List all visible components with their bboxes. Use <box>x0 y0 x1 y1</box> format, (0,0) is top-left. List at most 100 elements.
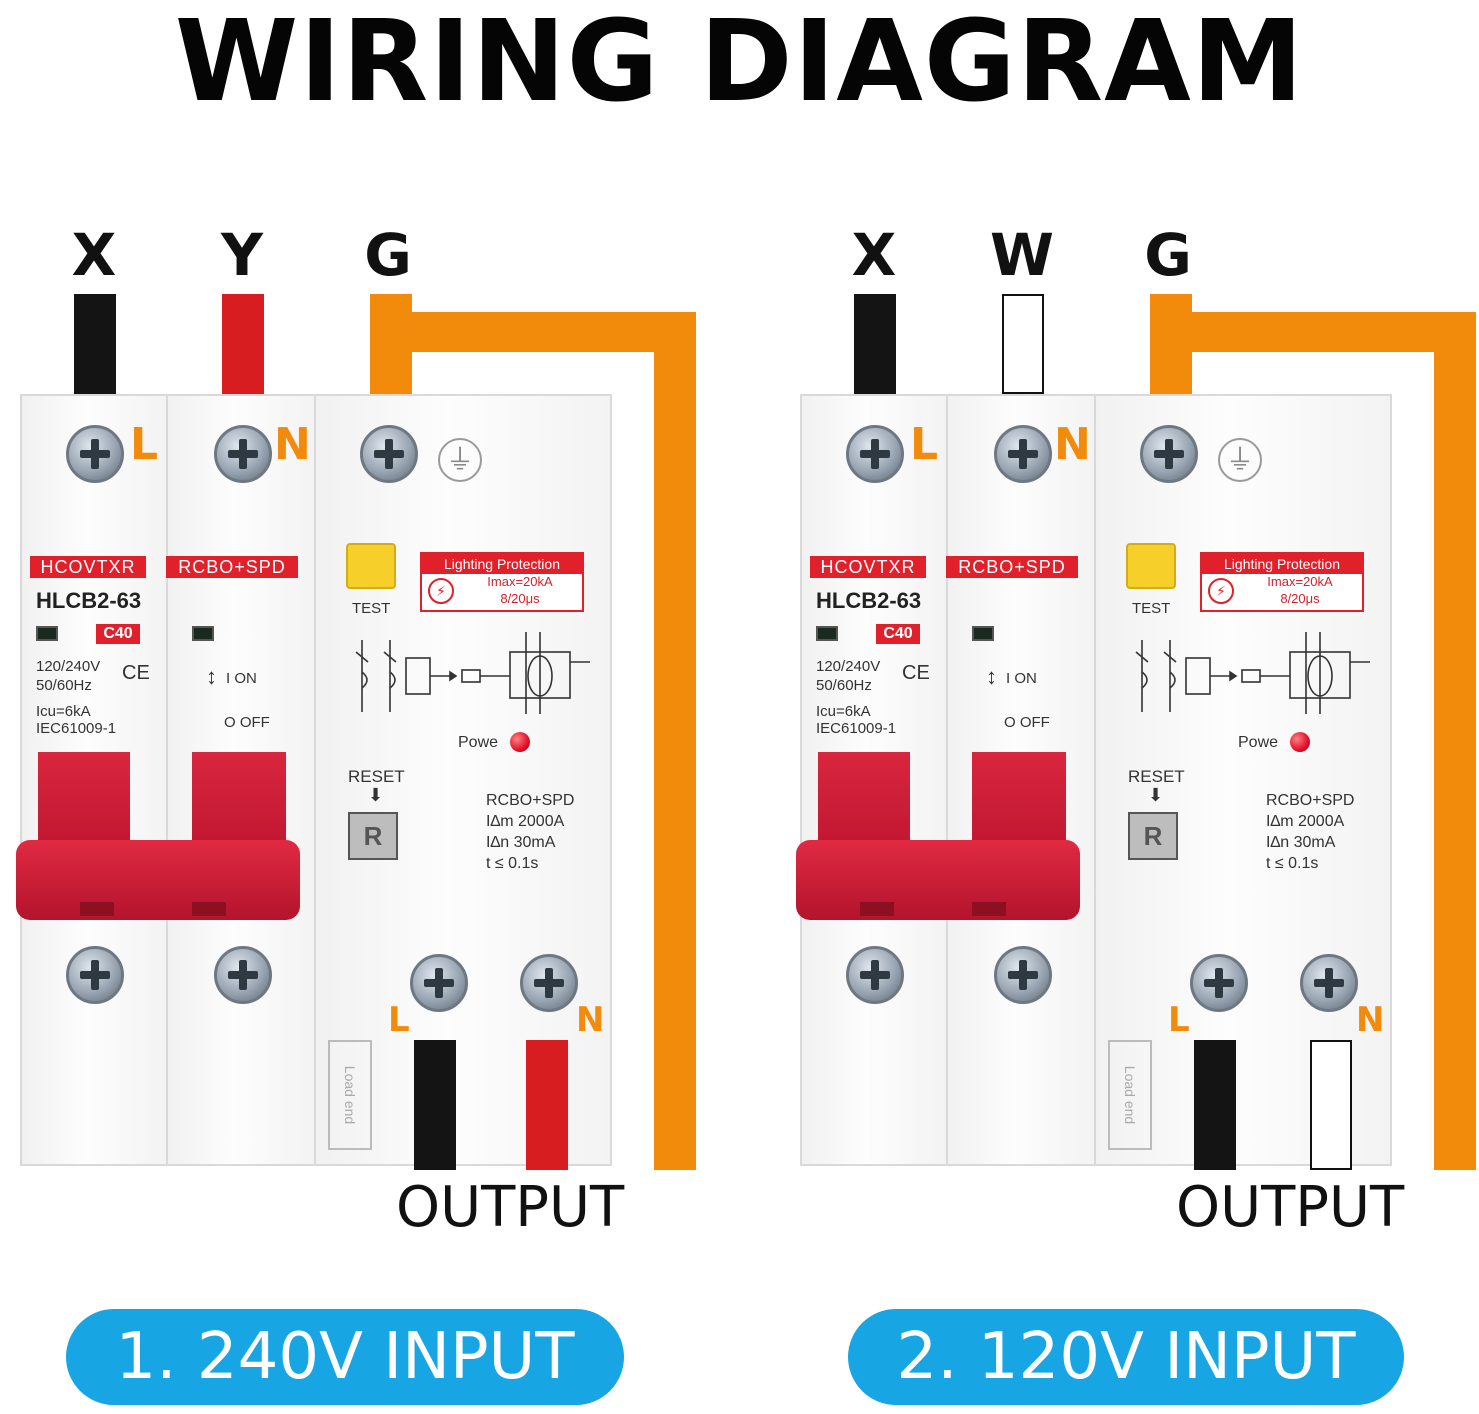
black-input-wire <box>74 294 116 394</box>
breaker-handle-1[interactable] <box>38 752 130 848</box>
protection-module <box>1094 394 1392 1166</box>
terminal-screw-n-top <box>994 425 1052 483</box>
voltage-text: 120/240V <box>816 658 881 675</box>
handle-tie-bar[interactable] <box>16 840 300 920</box>
type-badge: RCBO+SPD <box>946 556 1078 578</box>
lightning-bolt-icon: ⚡ <box>428 578 454 604</box>
terminal-label-l-top: L <box>910 419 939 470</box>
terminal-screw-ground <box>360 425 418 483</box>
load-end-marker: Load end <box>328 1040 372 1150</box>
ground-wire-across <box>1150 312 1476 352</box>
icu-text: Icu=6kA <box>816 703 871 720</box>
ground-wire-return <box>1434 312 1476 1170</box>
diagram-title: WIRING DIAGRAM <box>174 0 1305 127</box>
status-indicator-2 <box>972 626 994 641</box>
lightning-protection-box: Lighting Protection ⚡ Imax=20kA 8/20μs <box>420 552 584 612</box>
status-indicator-1 <box>36 626 58 641</box>
terminal-label-output-n: N <box>576 1000 605 1040</box>
terminal-label-n-top: N <box>1054 419 1091 470</box>
output-label: OUTPUT <box>396 1175 625 1240</box>
on-label: I ON <box>226 670 257 687</box>
black-input-wire <box>854 294 896 394</box>
reset-label: RESET <box>1128 767 1185 786</box>
frequency-text: 50/60Hz <box>816 677 872 694</box>
panel-120v: X W G L N ⏚ HCOVTXR RCBO+SPD HLCB2-63 C4… <box>780 0 1479 1414</box>
standard-text: IEC61009-1 <box>816 720 897 737</box>
lightning-bolt-icon: ⚡ <box>1208 578 1234 604</box>
handle-tie-bar[interactable] <box>796 840 1080 920</box>
handle-slot-2 <box>972 902 1006 916</box>
wire-label-g: G <box>364 221 412 289</box>
reset-button[interactable]: R <box>1128 812 1178 860</box>
wire-label-x: X <box>71 221 117 289</box>
imax-text: Imax=20kA <box>487 574 553 589</box>
off-label: O OFF <box>224 714 270 731</box>
reset-arrow-icon: ⬇ <box>368 785 384 805</box>
power-label: Powe <box>1238 734 1279 751</box>
ground-wire-across <box>370 312 696 352</box>
icu-text: Icu=6kA <box>36 703 91 720</box>
waveform-text: 8/20μs <box>500 591 540 606</box>
terminal-screw-bottom-1 <box>846 946 904 1004</box>
breaker-handle-2[interactable] <box>192 752 286 848</box>
type-badge: RCBO+SPD <box>166 556 298 578</box>
reset-arrow-icon: ⬇ <box>1148 785 1164 805</box>
terminal-screw-ground <box>1140 425 1198 483</box>
standard-text: IEC61009-1 <box>36 720 117 737</box>
lightning-protection-title: Lighting Protection <box>1202 554 1362 574</box>
waveform-text: 8/20μs <box>1280 591 1320 606</box>
spec-line-1: RCBO+SPD <box>1266 792 1355 809</box>
power-label: Powe <box>458 734 499 751</box>
terminal-screw-output-l <box>410 954 468 1012</box>
spec-line-2: I∆m 2000A <box>1266 813 1345 830</box>
voltage-text: 120/240V <box>36 658 101 675</box>
terminal-screw-bottom-1 <box>66 946 124 1004</box>
load-end-text: Load end <box>1122 1065 1138 1125</box>
terminal-screw-l-top <box>66 425 124 483</box>
terminal-screw-output-l <box>1190 954 1248 1012</box>
red-output-wire <box>526 1040 568 1170</box>
off-label: O OFF <box>1004 714 1050 731</box>
white-output-wire <box>1310 1040 1352 1170</box>
ce-mark: CE <box>122 662 150 684</box>
terminal-label-output-l: L <box>388 1000 410 1040</box>
spec-line-1: RCBO+SPD <box>486 792 575 809</box>
test-label: TEST <box>352 600 391 617</box>
protection-module <box>314 394 612 1166</box>
status-indicator-2 <box>192 626 214 641</box>
breaker-handle-1[interactable] <box>818 752 910 848</box>
wire-label-x: X <box>851 221 897 289</box>
wire-label-y: Y <box>221 221 263 289</box>
reset-label: RESET <box>348 767 405 786</box>
terminal-screw-bottom-2 <box>994 946 1052 1004</box>
brand-badge: HCOVTXR <box>30 556 146 578</box>
load-end-text: Load end <box>342 1065 358 1125</box>
lightning-protection-box: Lighting Protection ⚡ Imax=20kA 8/20μs <box>1200 552 1364 612</box>
terminal-label-l-top: L <box>130 419 159 470</box>
test-button[interactable] <box>346 543 396 589</box>
white-input-wire <box>1002 294 1044 394</box>
handle-slot-1 <box>80 902 114 916</box>
brand-badge: HCOVTXR <box>810 556 926 578</box>
power-led <box>510 732 530 752</box>
terminal-screw-n-top <box>214 425 272 483</box>
ce-mark: CE <box>902 662 930 684</box>
output-label: OUTPUT <box>1176 1175 1405 1240</box>
black-output-wire <box>1194 1040 1236 1170</box>
terminal-screw-output-n <box>520 954 578 1012</box>
terminal-label-output-n: N <box>1356 1000 1385 1040</box>
ground-symbol-icon: ⏚ <box>438 438 482 482</box>
red-input-wire <box>222 294 264 394</box>
terminal-screw-bottom-2 <box>214 946 272 1004</box>
spec-line-4: t ≤ 0.1s <box>486 855 539 872</box>
test-button[interactable] <box>1126 543 1176 589</box>
input-voltage-pill-240v: 1. 240V INPUT <box>66 1309 624 1405</box>
ground-wire-return <box>654 312 696 1170</box>
terminal-screw-output-n <box>1300 954 1358 1012</box>
panel-240v: X Y G L N ⏚ HCOVTXR RCBO+SPD HLCB2-63 C4… <box>16 221 696 1405</box>
breaker-handle-2[interactable] <box>972 752 1066 848</box>
frequency-text: 50/60Hz <box>36 677 92 694</box>
reset-button[interactable]: R <box>348 812 398 860</box>
lightning-protection-title: Lighting Protection <box>422 554 582 574</box>
test-label: TEST <box>1132 600 1171 617</box>
